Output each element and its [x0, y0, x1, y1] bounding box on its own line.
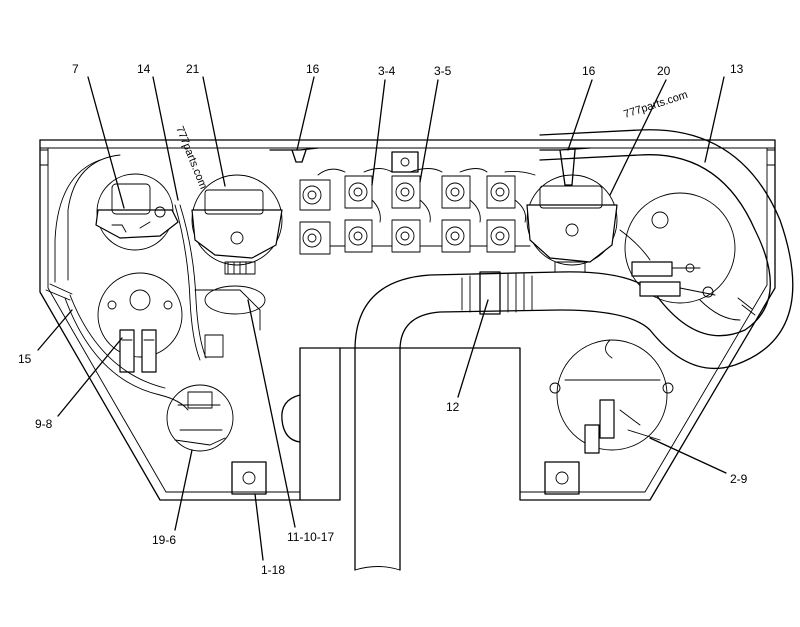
gauge-2-9 [549, 339, 674, 454]
gauge-20 [526, 174, 618, 273]
gauge-right-upper [624, 192, 736, 304]
gauge-9-8 [97, 272, 183, 373]
gauge-21 [191, 174, 283, 275]
callout-11-10-17: 11-10-17 [287, 530, 334, 544]
callout-20: 20 [657, 64, 671, 78]
callout-16-left: 16 [306, 62, 320, 76]
connector-array [299, 168, 536, 255]
gauge-19-6 [166, 384, 234, 452]
watermark-right: 777parts.com [622, 89, 689, 121]
callout-3-4: 3-4 [378, 64, 396, 78]
callout-14: 14 [137, 62, 151, 76]
panel-outline [39, 139, 776, 501]
callout-1-18: 1-18 [261, 563, 285, 577]
callout-3-5: 3-5 [434, 64, 452, 78]
watermark-left: 777parts.com [173, 125, 209, 191]
callout-7: 7 [72, 62, 79, 76]
main-harness [354, 129, 794, 571]
callout-16-right: 16 [582, 64, 596, 78]
callout-12: 12 [446, 400, 460, 414]
callout-15: 15 [18, 352, 32, 366]
wiring [64, 204, 741, 411]
callout-19-6: 19-6 [152, 533, 176, 547]
callout-13: 13 [730, 62, 744, 76]
leader-lines [37, 76, 727, 561]
callout-2-9: 2-9 [730, 472, 748, 486]
callout-labels: 7 14 21 16 3-4 3-5 16 20 13 15 9-8 12 2-… [18, 62, 748, 577]
gauge-7 [95, 173, 179, 251]
callout-21: 21 [186, 62, 200, 76]
callout-9-8: 9-8 [35, 417, 53, 431]
bracket-16 [269, 147, 591, 186]
